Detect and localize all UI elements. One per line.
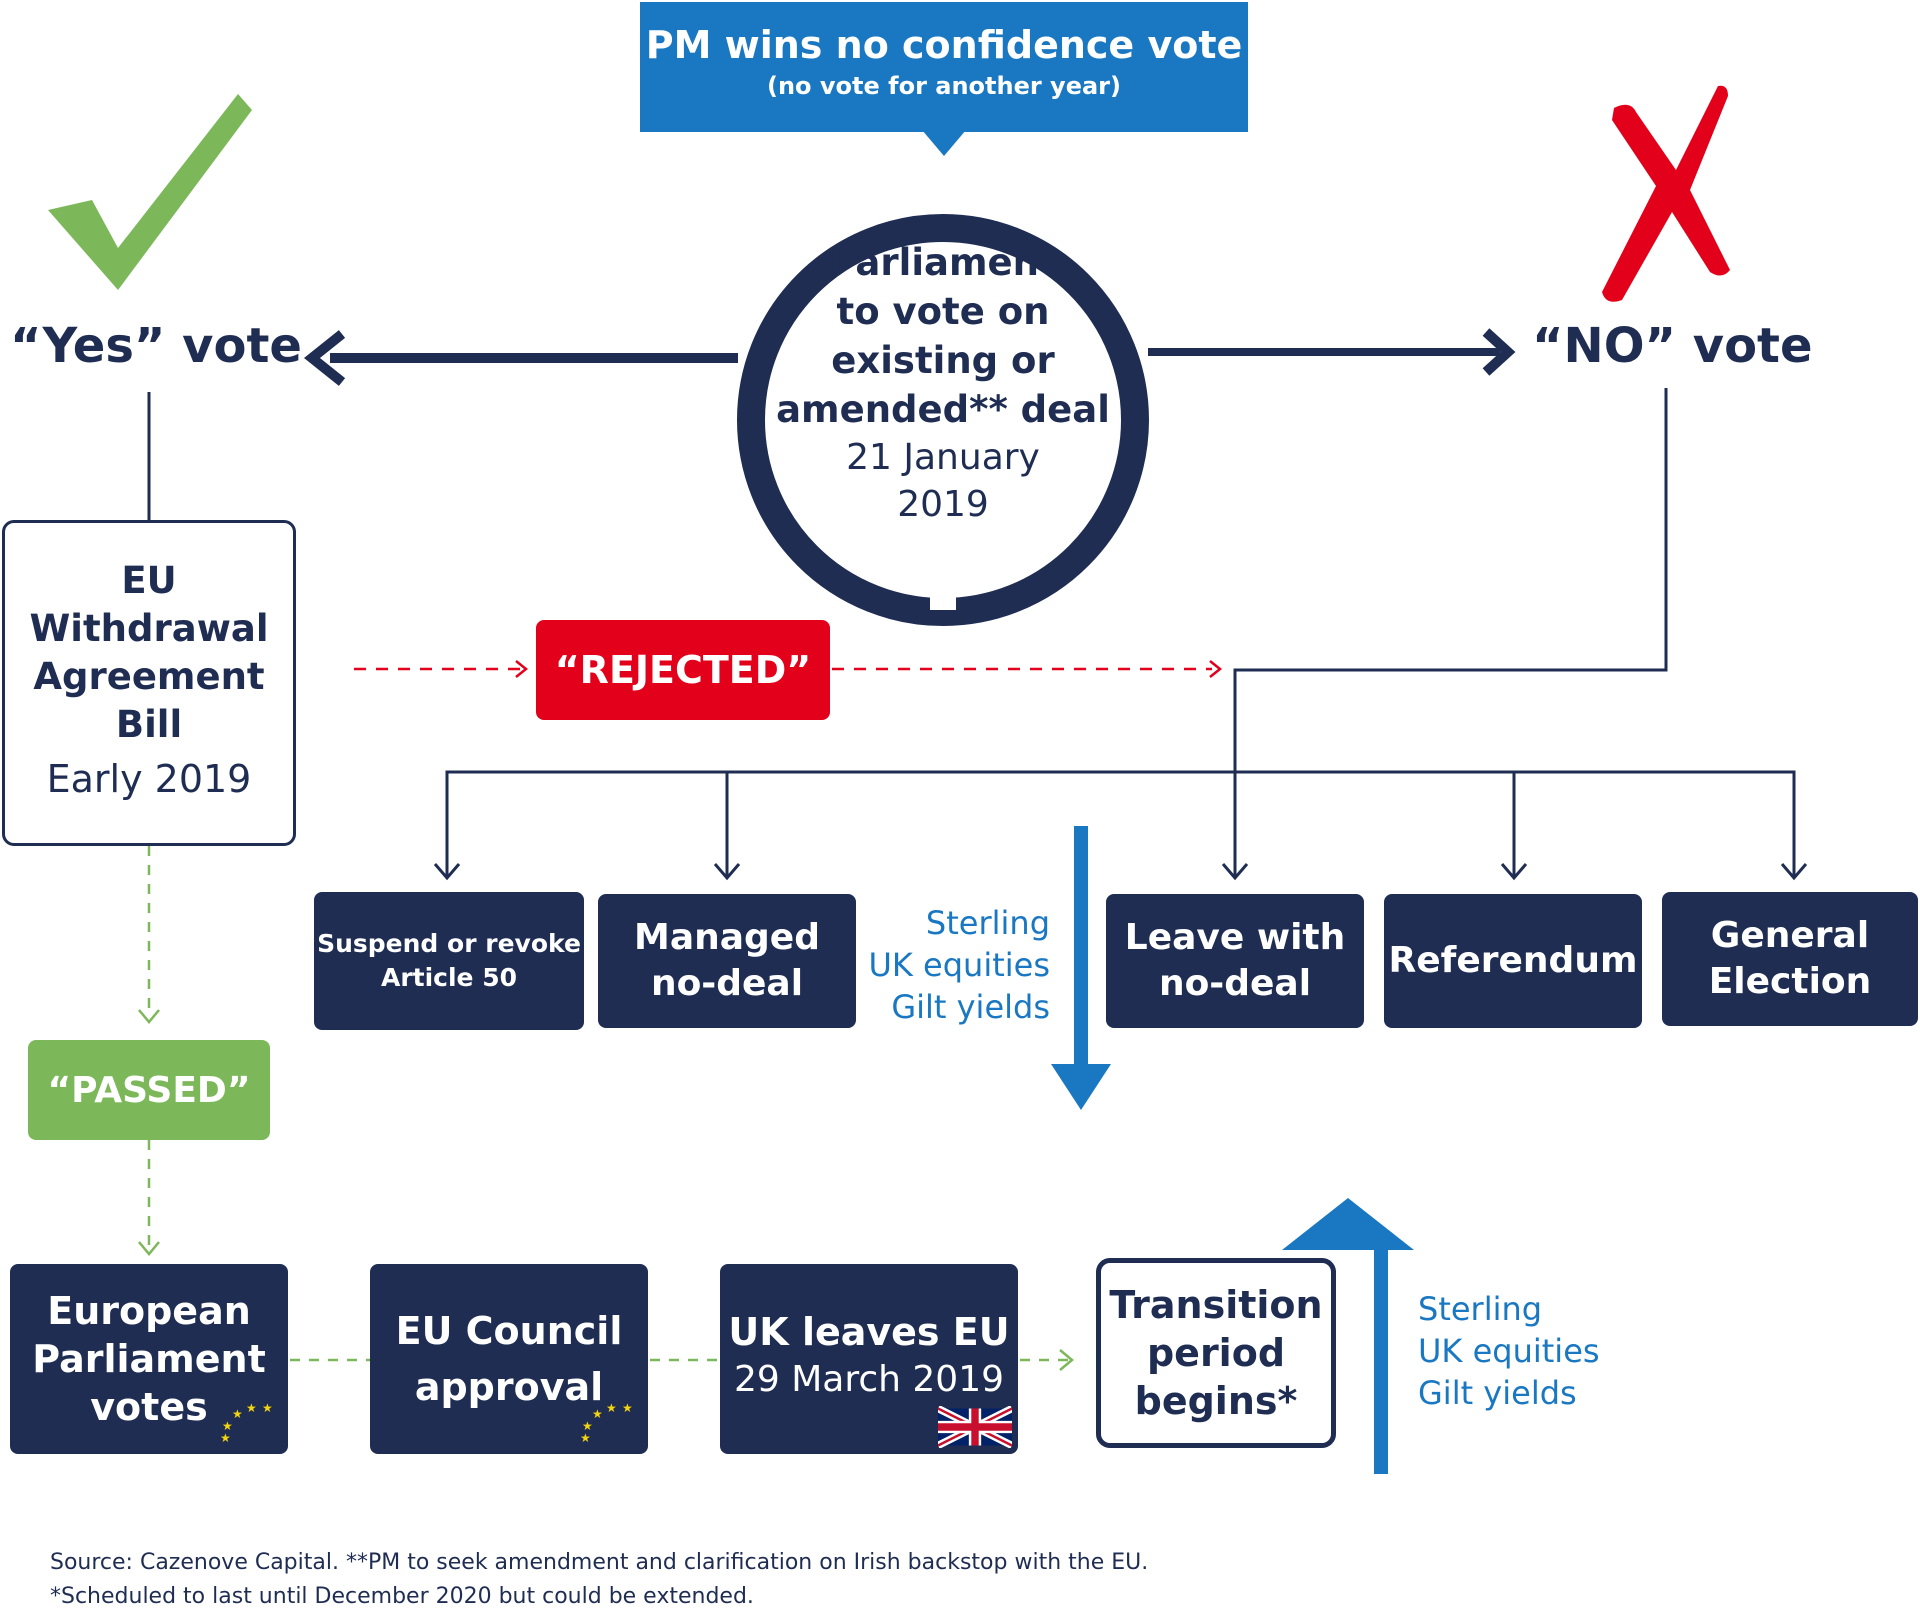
step-line: European — [47, 1289, 251, 1333]
option-line: Election — [1708, 961, 1872, 1002]
svg-text:★: ★ — [232, 1407, 243, 1421]
leaves-title: UK leaves EU — [728, 1310, 1010, 1354]
option-line: Managed — [634, 917, 820, 958]
step-line: period — [1146, 1331, 1286, 1375]
option-line: Suspend or revoke — [317, 929, 581, 958]
svg-text:★: ★ — [606, 1401, 617, 1415]
svg-text:★: ★ — [220, 1431, 231, 1444]
step-line: Parliament — [32, 1337, 266, 1381]
option-line: Referendum — [1388, 940, 1638, 981]
svg-text:★: ★ — [222, 1419, 233, 1433]
no-arrow — [1148, 328, 1516, 376]
market-down-text: Sterling UK equities Gilt yields — [830, 902, 1050, 1028]
svg-text:★: ★ — [262, 1401, 273, 1415]
yes-vote-label: “Yes” vote — [10, 318, 302, 374]
market-up-text: Sterling UK equities Gilt yields — [1418, 1288, 1658, 1414]
rejected-badge: “REJECTED” — [536, 620, 830, 720]
step-line: votes — [90, 1385, 208, 1429]
footnote-source: Source: Cazenove Capital. **PM to seek a… — [50, 1550, 1149, 1575]
footnote-transition: *Scheduled to last until December 2020 b… — [50, 1584, 754, 1609]
decision-circle-ring — [737, 158, 1149, 626]
option-suspend-article-50: Suspend or revoke Article 50 — [314, 892, 584, 1030]
top-banner: PM wins no confidence vote (no vote for … — [640, 2, 1248, 132]
passed-dashed-arrows — [138, 846, 1074, 1371]
eu-stars-icon: ★★★★★ — [220, 1401, 273, 1444]
circle-date: 21 January — [846, 437, 1040, 478]
check-icon — [48, 94, 252, 290]
svg-text:★: ★ — [582, 1419, 593, 1433]
svg-text:★: ★ — [622, 1401, 633, 1415]
step-european-parliament: European Parliament votes ★★★★★ — [10, 1264, 288, 1454]
circle-line: Parliament — [829, 241, 1057, 284]
step-line: Transition — [1109, 1283, 1323, 1327]
no-branch-lines — [445, 388, 1796, 876]
leaves-date: 29 March 2019 — [733, 1359, 1005, 1400]
bill-line: Bill — [115, 703, 183, 746]
yes-arrow — [303, 330, 738, 386]
top-banner-subtitle: (no vote for another year) — [767, 72, 1121, 100]
market-line: Gilt yields — [1418, 1374, 1577, 1412]
svg-text:★: ★ — [592, 1407, 603, 1421]
option-line: no-deal — [650, 963, 804, 1004]
option-arrowheads — [433, 863, 1808, 881]
passed-badge: “PASSED” — [28, 1040, 270, 1140]
option-line: Article 50 — [380, 963, 518, 992]
step-line: begins* — [1134, 1379, 1298, 1423]
svg-text:★: ★ — [246, 1401, 257, 1415]
market-line: Gilt yields — [891, 988, 1050, 1026]
market-line: UK equities — [1418, 1332, 1600, 1370]
market-line: UK equities — [868, 946, 1050, 984]
bill-line: Withdrawal — [29, 607, 269, 650]
market-up-arrow — [1282, 1198, 1414, 1474]
cross-icon — [1602, 85, 1730, 302]
circle-line: amended** deal — [776, 388, 1110, 431]
eu-stars-icon: ★★★★★ — [580, 1401, 633, 1444]
option-general-election: General Election — [1662, 892, 1918, 1026]
bill-line: EU — [121, 559, 177, 602]
option-leave-no-deal: Leave with no-deal — [1106, 894, 1364, 1028]
no-vote-label: “NO” vote — [1532, 318, 1813, 374]
step-line: approval — [414, 1365, 604, 1409]
withdrawal-bill-box: EU Withdrawal Agreement Bill Early 2019 — [2, 520, 296, 846]
option-managed-no-deal: Managed no-deal — [598, 894, 856, 1028]
bill-line: Agreement — [33, 655, 265, 698]
rejected-dashed-arrows — [354, 660, 1223, 678]
circle-line: existing or — [831, 339, 1055, 382]
option-line: no-deal — [1158, 963, 1312, 1004]
step-transition-period: Transition period begins* — [1096, 1258, 1336, 1448]
market-down-arrow — [1051, 826, 1111, 1110]
market-line: Sterling — [925, 904, 1050, 942]
banner-pointer — [922, 130, 966, 156]
footnotes: Source: Cazenove Capital. **PM to seek a… — [50, 1546, 1750, 1614]
top-banner-title: PM wins no confidence vote — [645, 23, 1243, 67]
step-line: EU Council — [395, 1309, 623, 1353]
market-line: Sterling — [1418, 1290, 1543, 1328]
uk-flag-icon — [938, 1406, 1012, 1448]
step-eu-council: EU Council approval ★★★★★ — [370, 1264, 648, 1454]
bill-date: Early 2019 — [46, 757, 252, 801]
decision-circle-text: Parliament to vote on existing or amende… — [773, 238, 1113, 528]
circle-date: 2019 — [897, 484, 989, 525]
circle-line: to vote on — [836, 290, 1050, 333]
option-line: Leave with — [1124, 917, 1346, 958]
option-referendum: Referendum — [1384, 894, 1642, 1028]
option-line: General — [1710, 915, 1870, 956]
svg-text:★: ★ — [580, 1431, 591, 1444]
step-uk-leaves: UK leaves EU 29 March 2019 — [720, 1264, 1018, 1454]
